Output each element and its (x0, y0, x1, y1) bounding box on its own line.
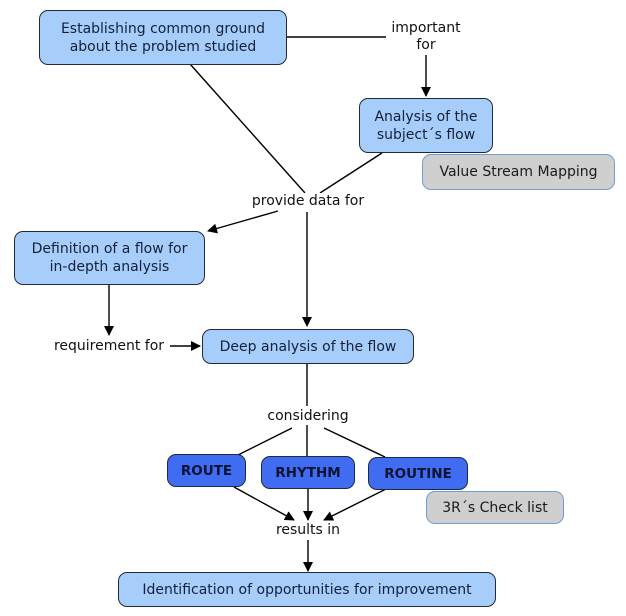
line-common-to-provide (189, 63, 306, 194)
node-routine[interactable]: ROUTINE (368, 457, 468, 490)
link-requirement-for: requirement for (48, 338, 170, 355)
node-value-stream-mapping[interactable]: Value Stream Mapping (422, 154, 615, 190)
line-considering-to-route (235, 427, 293, 457)
line-routine-to-results (323, 488, 387, 521)
link-provide-data-for: provide data for (244, 193, 372, 210)
node-3r-checklist[interactable]: 3R´s Check list (426, 491, 564, 524)
link-important-for: important for (386, 20, 466, 54)
node-definition-flow[interactable]: Definition of a flow for in-depth analys… (14, 231, 205, 285)
line-subject-to-provide (319, 152, 383, 194)
node-common-ground[interactable]: Establishing common ground about the pro… (39, 10, 287, 65)
node-deep-analysis[interactable]: Deep analysis of the flow (202, 329, 414, 364)
link-results-in: results in (268, 522, 348, 539)
node-rhythm[interactable]: RHYTHM (261, 456, 355, 489)
line-provide-to-definition (207, 210, 279, 234)
line-route-to-results (233, 486, 295, 521)
node-subject-flow[interactable]: Analysis of the subject´s flow (359, 98, 493, 153)
node-identification[interactable]: Identification of opportunities for impr… (118, 572, 496, 607)
line-considering-to-routine (323, 427, 386, 458)
node-route[interactable]: ROUTE (167, 454, 246, 487)
link-considering: considering (262, 408, 354, 425)
